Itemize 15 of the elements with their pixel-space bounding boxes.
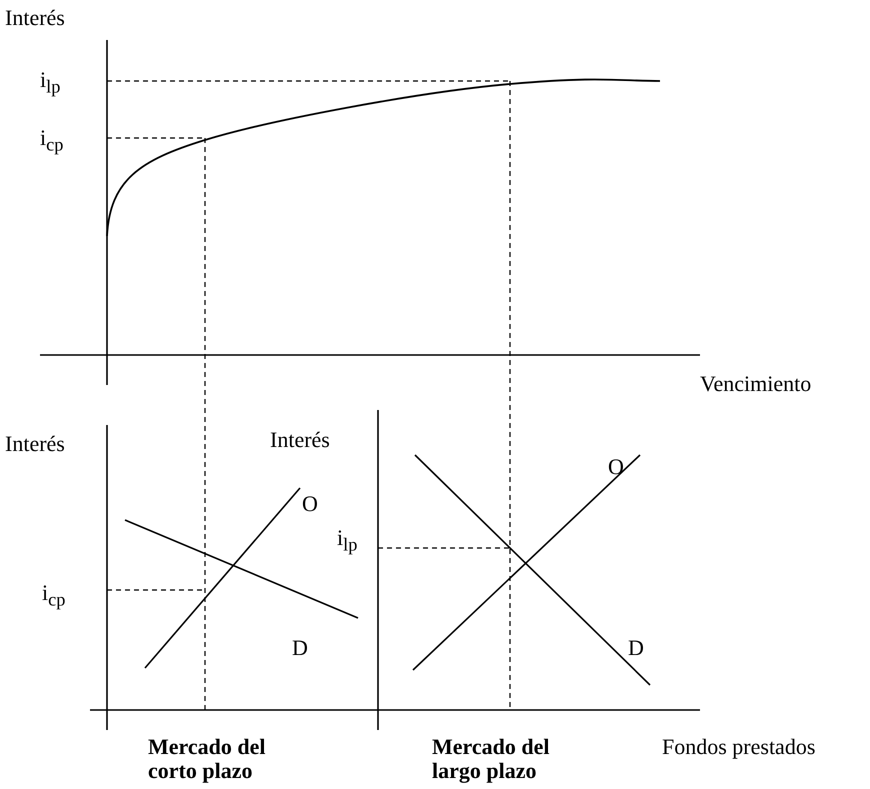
panel-caption: Mercado del corto plazo — [148, 735, 267, 783]
curve-label: D — [292, 636, 308, 660]
curve-label: O — [302, 492, 318, 516]
curve-label: D — [628, 636, 644, 660]
tick-label: i$_{cp}$ — [42, 581, 66, 612]
curve-label: O — [608, 455, 624, 479]
axis-label: Vencimiento — [700, 372, 812, 396]
axis-label: Fondos prestados — [662, 735, 816, 759]
tick-label: i$_{lp}$ — [40, 68, 60, 98]
tick-label: i$_{lp}$ — [337, 526, 358, 556]
axis-label: Interés — [270, 428, 330, 452]
axis-label: Interés — [5, 432, 65, 456]
tick-label: i$_{cp}$ — [40, 126, 64, 156]
panel-caption: Mercado del largo plazo — [432, 735, 551, 783]
axis-label: Interés — [5, 6, 65, 30]
